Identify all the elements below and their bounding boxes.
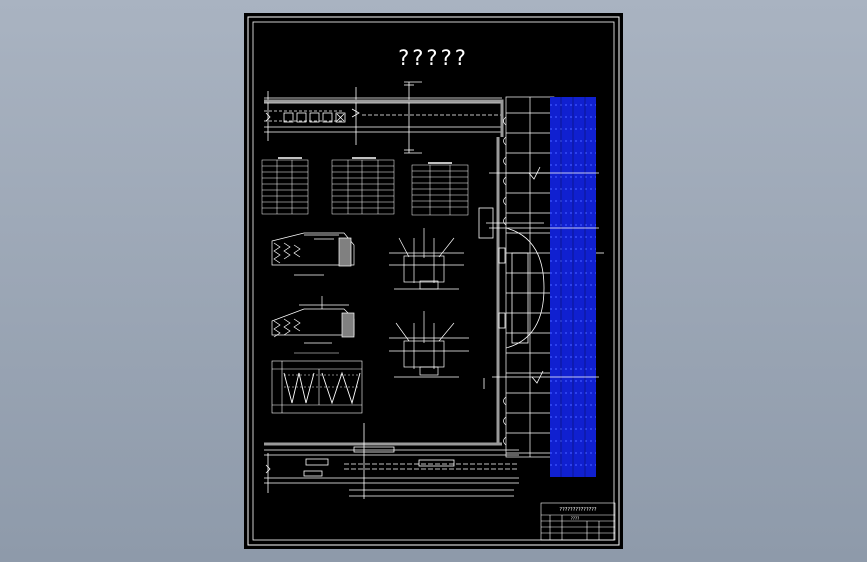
outer-border: [247, 16, 620, 546]
drawing-title: ?????: [398, 46, 469, 70]
title-block-project: ??????????????: [559, 507, 596, 513]
coal-seam: [550, 97, 596, 477]
inner-border: [252, 21, 615, 541]
title-block-drawing-name: ????: [571, 516, 580, 521]
title-block: [540, 502, 616, 541]
support-grid: [503, 96, 555, 458]
bottom-roadway: [264, 423, 519, 499]
cad-drawing: ?????????????? ????: [247, 16, 620, 546]
parameter-table-1: [261, 157, 309, 215]
equipment-row: [283, 112, 346, 123]
support-section-1: [271, 232, 355, 276]
parameter-table-3: [411, 162, 469, 216]
support-detail-1: [389, 228, 464, 290]
shearer: [478, 207, 545, 349]
section-lines: [483, 166, 604, 389]
support-detail-2: [389, 311, 469, 378]
top-roadway: [264, 81, 502, 154]
drawing-sheet: ?????: [244, 13, 623, 549]
support-section-2: [271, 296, 355, 344]
parameter-table-2: [331, 157, 395, 215]
working-face-outline: [264, 99, 504, 446]
cycle-chart: [271, 352, 363, 414]
